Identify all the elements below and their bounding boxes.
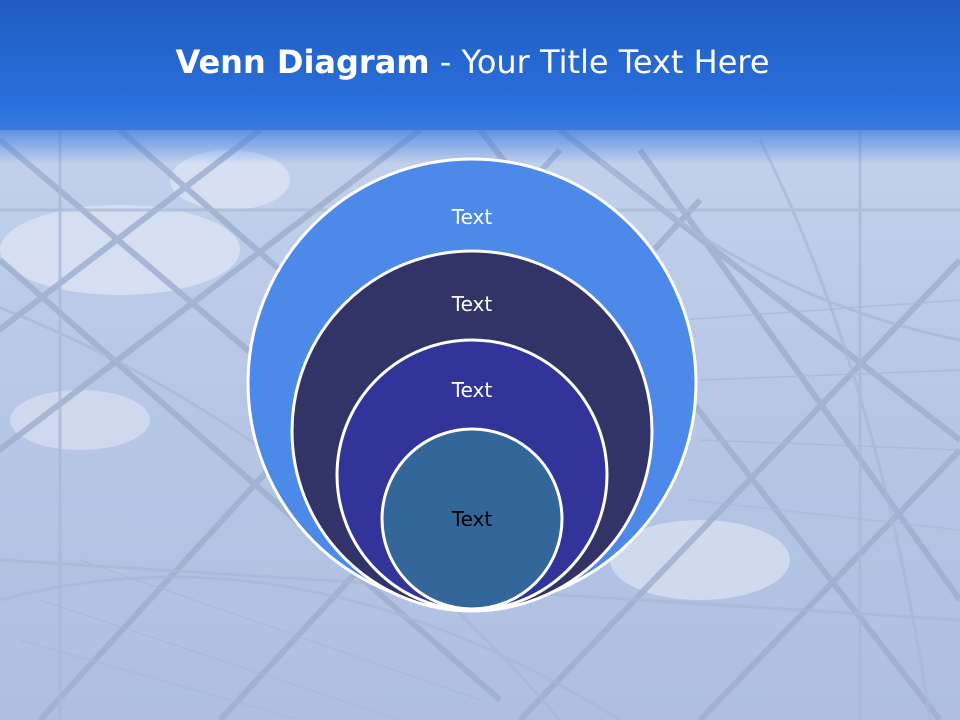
second-circle-label: Text	[451, 292, 493, 316]
third-circle-label: Text	[451, 378, 493, 402]
title-bar	[0, 0, 960, 130]
slide-title-bold: Venn Diagram	[175, 43, 430, 81]
title-bar-fade	[0, 124, 960, 164]
slide-title: Venn Diagram - Your Title Text Here	[0, 42, 945, 82]
slide-title-rest: - Your Title Text Here	[429, 43, 770, 81]
inner-circle[interactable]	[380, 427, 564, 611]
inner-circle-label: Text	[451, 507, 493, 531]
outer-circle-label: Text	[451, 205, 493, 229]
